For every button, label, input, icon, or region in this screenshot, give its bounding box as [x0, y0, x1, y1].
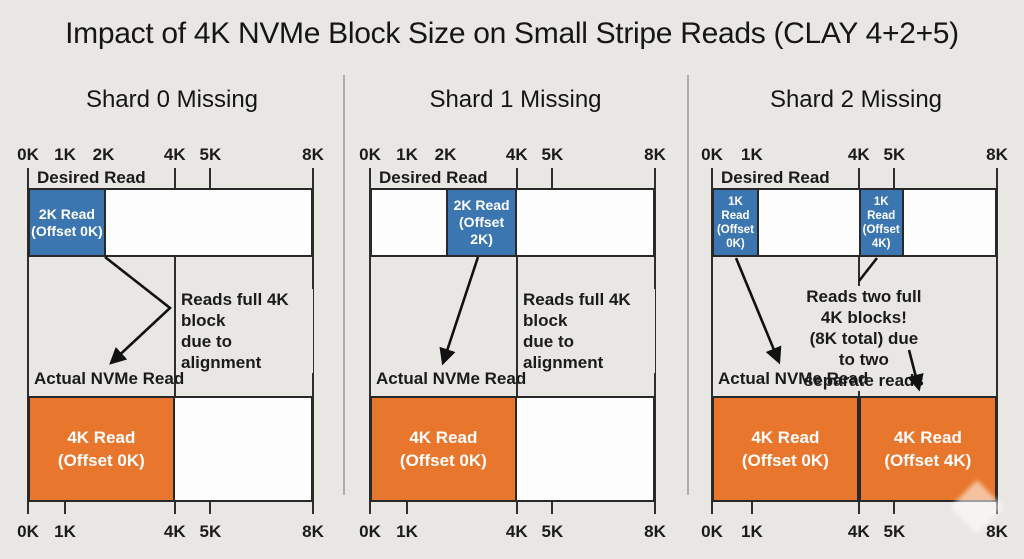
axis-tick-label: 0K	[359, 145, 381, 164]
axis-tick-label: 1K	[741, 522, 763, 541]
actual-read-segment: 4K Read (Offset 0K)	[28, 396, 175, 502]
bottom-axis: 0K 1K 4K 5K 8K	[359, 522, 666, 544]
axis-tick-label: 0K	[359, 522, 381, 541]
gridline-8k	[312, 168, 314, 514]
gridline-8k	[996, 168, 998, 514]
tick-5k-bottom	[893, 502, 896, 514]
axis-tick-label: 8K	[986, 522, 1008, 541]
axis-tick-label: 0K	[17, 522, 39, 541]
axis-tick-label: 1K	[396, 522, 418, 541]
panel-divider	[687, 75, 689, 495]
axis-tick-label: 4K	[847, 145, 870, 164]
actual-read-segment: 4K Read (Offset 0K)	[712, 396, 859, 502]
tick-5k	[551, 168, 554, 188]
axis-tick-label: 5K	[541, 145, 564, 164]
annotation: Reads full 4K block due to alignment	[519, 289, 655, 373]
axis-tick-label: 5K	[883, 145, 906, 164]
axis-tick-label: 1K	[54, 145, 76, 164]
axis-tick-label: 0K	[701, 145, 723, 164]
axis-tick-label: 8K	[302, 145, 324, 164]
desired-read-label: Desired Read	[34, 168, 149, 188]
panel-title: Shard 1 Missing	[429, 86, 602, 113]
axis-tick-label: 5K	[199, 145, 222, 164]
actual-read-bar: 4K Read (Offset 0K)	[28, 396, 313, 502]
desired-read-segment: 1K Read (Offset 0K)	[712, 188, 759, 257]
axis-tick-label: 5K	[199, 522, 222, 541]
axis-tick-label: 4K	[847, 522, 870, 541]
desired-read-segment: 2K Read (Offset 2K)	[446, 188, 517, 257]
axis-tick-label: 8K	[986, 145, 1008, 164]
top-axis: 0K 1K 2K 4K 5K 8K	[17, 145, 324, 167]
axis-tick-label: 4K	[505, 145, 528, 164]
chart-area: Desired Read 1K Read (Offset 0K) 1K Read…	[711, 168, 998, 514]
axis-tick-label: 8K	[302, 522, 324, 541]
top-axis: 0K 1K 2K 4K 5K 8K	[359, 145, 666, 167]
axis-tick-label: 2K	[434, 145, 457, 164]
annotation: Reads full 4K block due to alignment	[177, 289, 313, 373]
desired-read-segment: 2K Read (Offset 0K)	[28, 188, 106, 257]
axis-tick-label: 1K	[54, 522, 76, 541]
desired-read-bar: 2K Read (Offset 2K)	[370, 188, 655, 257]
desired-read-label: Desired Read	[376, 168, 491, 188]
panel-shard-2-missing: Shard 2 Missing 0K 1K 4K 5K 8K Desired R…	[688, 75, 1024, 555]
actual-read-bar: 4K Read (Offset 0K) 4K Read (Offset 4K)	[712, 396, 997, 502]
actual-read-label: Actual NVMe Read	[34, 369, 185, 388]
axis-tick-label: 4K	[163, 522, 186, 541]
bottom-axis: 0K 1K 4K 5K 8K	[701, 522, 1008, 544]
desired-read-bar: 1K Read (Offset 0K) 1K Read (Offset 4K)	[712, 188, 997, 257]
gridline-0k	[711, 168, 713, 514]
axis-tick-label: 1K	[741, 145, 763, 164]
tick-5k-bottom	[551, 502, 554, 514]
gridline-8k	[654, 168, 656, 514]
actual-read-segment: 4K Read (Offset 0K)	[370, 396, 517, 502]
axis-tick-label: 5K	[541, 522, 564, 541]
desired-read-segment: 1K Read (Offset 4K)	[858, 188, 904, 257]
axis-tick-label: 2K	[92, 145, 115, 164]
tick-5k-bottom	[209, 502, 212, 514]
actual-read-bar: 4K Read (Offset 0K)	[370, 396, 655, 502]
panel-shard-1-missing: Shard 1 Missing 0K 1K 2K 4K 5K 8K Desire…	[344, 75, 687, 555]
actual-read-label: Actual NVMe Read	[718, 369, 869, 388]
axis-tick-label: 0K	[701, 522, 723, 541]
panel-shard-0-missing: Shard 0 Missing 0K 1K 2K 4K 5K 8K Desire…	[0, 75, 344, 555]
gridline-4k	[173, 168, 176, 514]
axis-tick-label: 0K	[17, 145, 39, 164]
gridline-0k	[27, 168, 29, 514]
panel-title: Shard 2 Missing	[769, 86, 943, 113]
chart-area: Desired Read 2K Read (Offset 2K) Reads f…	[369, 168, 656, 514]
tick-1k-bottom	[64, 502, 67, 514]
axis-tick-label: 4K	[163, 145, 186, 164]
tick-1k-bottom	[750, 502, 753, 514]
axis-tick-label: 5K	[883, 522, 906, 541]
chart-area: Desired Read 2K Read (Offset 0K) Reads f…	[27, 168, 314, 514]
axis-tick-label: 8K	[644, 145, 666, 164]
desired-read-label: Desired Read	[718, 168, 833, 188]
actual-read-label: Actual NVMe Read	[376, 369, 527, 388]
axis-tick-label: 4K	[505, 522, 528, 541]
bottom-axis: 0K 1K 4K 5K 8K	[17, 522, 324, 544]
desired-read-bar: 2K Read (Offset 0K)	[28, 188, 313, 257]
tick-5k	[209, 168, 212, 188]
slide-title: Impact of 4K NVMe Block Size on Small St…	[65, 17, 959, 50]
axis-tick-label: 1K	[396, 145, 418, 164]
panel-divider	[343, 75, 345, 495]
gridline-4k	[515, 168, 518, 514]
top-axis: 0K 1K 4K 5K 8K	[701, 145, 1008, 167]
tick-1k-bottom	[406, 502, 409, 514]
tick-5k	[893, 168, 896, 188]
gridline-0k	[369, 168, 371, 514]
panel-title: Shard 0 Missing	[85, 86, 259, 113]
axis-tick-label: 8K	[644, 522, 666, 541]
